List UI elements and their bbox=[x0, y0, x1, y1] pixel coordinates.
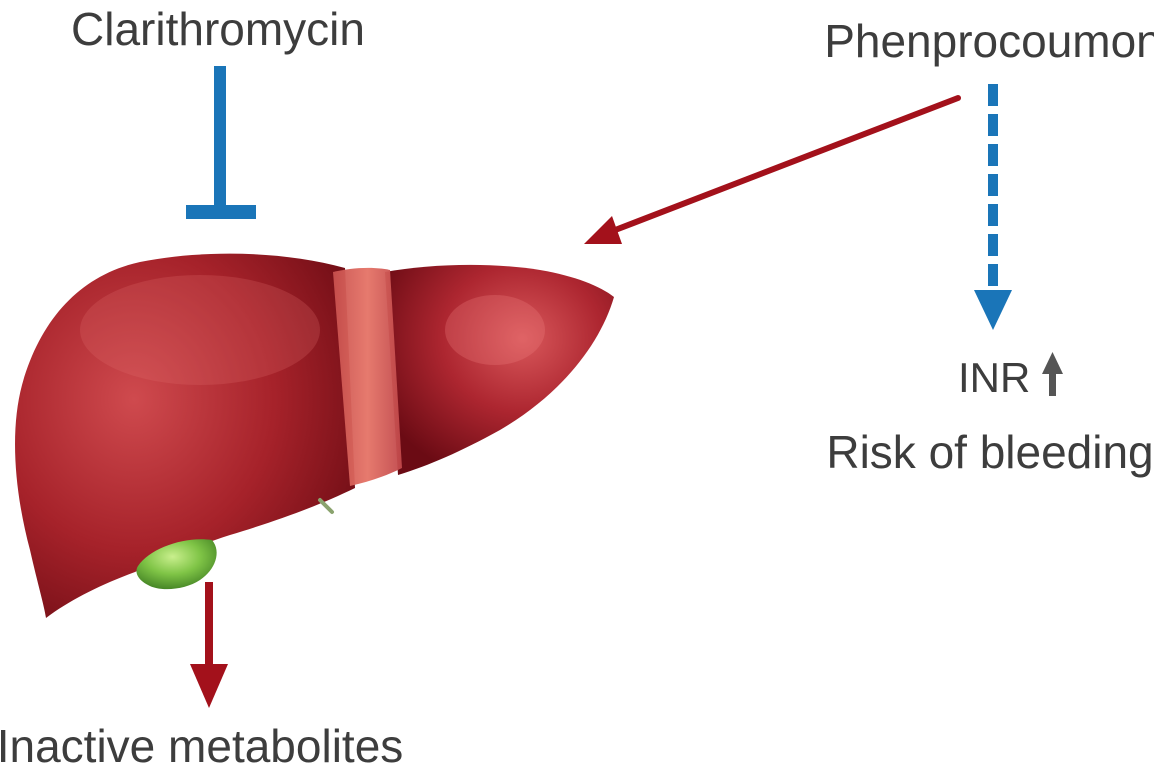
bile-duct bbox=[320, 500, 332, 512]
inr-dashed-arrowhead bbox=[974, 290, 1012, 330]
phenprocoumon-arrowhead bbox=[584, 216, 622, 244]
inr-label: INR bbox=[958, 354, 1030, 401]
liver-to-metabolites-arrow bbox=[190, 582, 228, 708]
phenprocoumon-label: Phenprocoumon bbox=[824, 15, 1154, 67]
risk-of-bleeding-label: Risk of bleeding bbox=[826, 426, 1153, 478]
phenprocoumon-to-liver-arrow bbox=[584, 98, 958, 244]
liver-highlight bbox=[80, 275, 320, 385]
clarithromycin-label: Clarithromycin bbox=[71, 3, 365, 55]
arrow-up-icon bbox=[1042, 352, 1063, 396]
inhibition-bar bbox=[186, 205, 256, 219]
liver-illustration bbox=[15, 254, 614, 618]
inhibition-stem bbox=[214, 66, 226, 206]
metabolites-arrowhead bbox=[190, 664, 228, 708]
liver-left-highlight bbox=[445, 295, 545, 365]
inactive-metabolites-label: Inactive metabolites bbox=[0, 720, 403, 772]
inhibition-t-bar bbox=[186, 66, 256, 219]
phenprocoumon-to-inr-arrow bbox=[974, 84, 1012, 330]
